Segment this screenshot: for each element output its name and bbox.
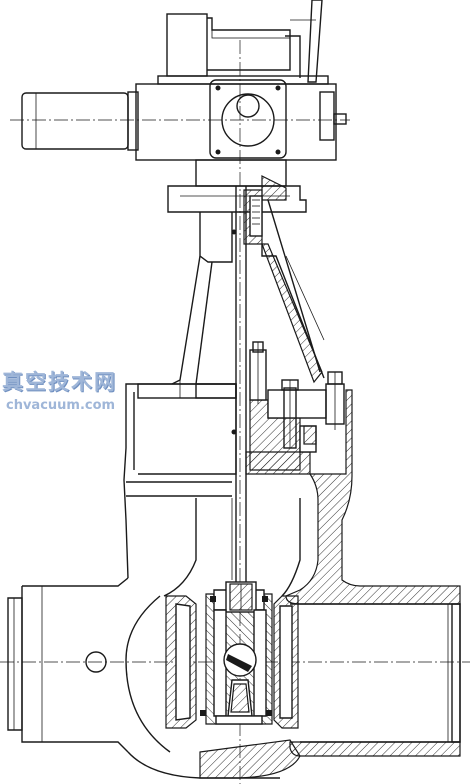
electric-actuator [21, 0, 347, 187]
watermark-url-text: chvacuum.com [6, 398, 116, 413]
gate-wedge-assembly [165, 581, 299, 729]
valve-stem [231, 186, 247, 592]
yoke-flange [167, 175, 307, 245]
body-neck [163, 498, 301, 597]
yoke-bracket [171, 199, 325, 385]
watermark-chinese-text: 真空技术网 [2, 369, 117, 394]
valve-body-left [7, 383, 280, 779]
bonnet [137, 341, 345, 475]
